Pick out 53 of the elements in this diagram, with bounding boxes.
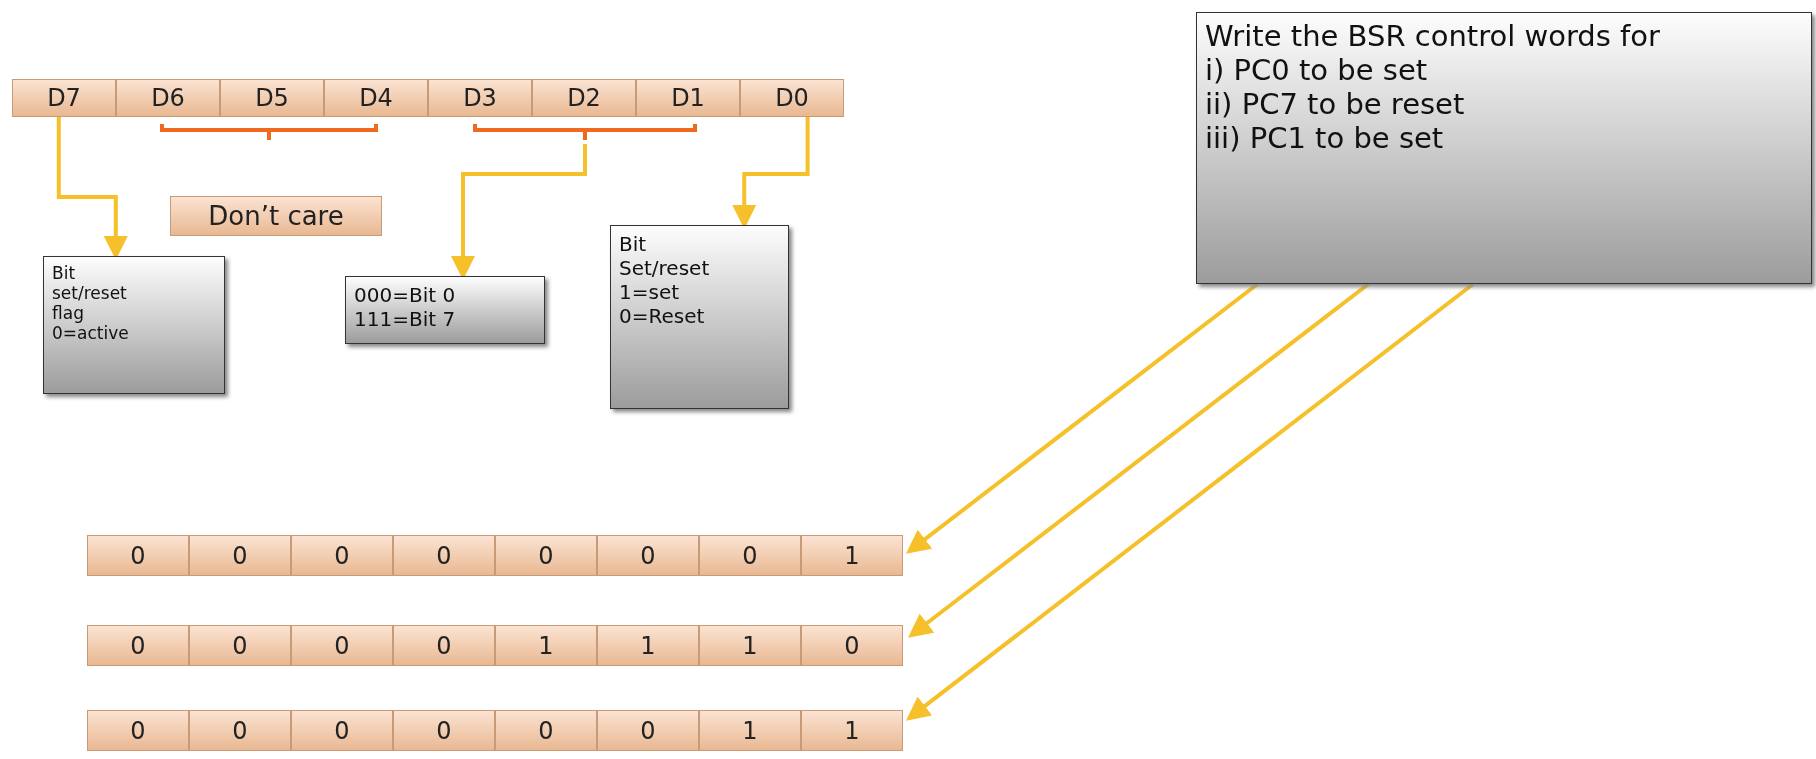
label-box: Don’t care	[170, 196, 382, 236]
bit-value-cell: 1	[801, 535, 903, 576]
register-bit-cell: D0	[740, 79, 844, 117]
arrow	[905, 282, 1259, 554]
bit-value-cell: 0	[699, 535, 801, 576]
bit-value-cell: 1	[699, 625, 801, 666]
note-text: 000=Bit 0	[354, 283, 457, 307]
bit-value-cell: 0	[189, 625, 291, 666]
bit-value-cell: 0	[291, 710, 393, 751]
bit-value-cell: 0	[597, 535, 699, 576]
bit-value-cell: 0	[393, 710, 495, 751]
bit-value-cell: 1	[699, 710, 801, 751]
arrow	[908, 282, 1370, 638]
bit-value-cell: 1	[495, 625, 597, 666]
note-text: 111=Bit 7	[354, 307, 457, 331]
bit-value-cell: 0	[87, 710, 189, 751]
note-text: 0=Reset	[619, 304, 706, 328]
arrow	[905, 282, 1475, 721]
note-text: 1=set	[619, 280, 681, 304]
bit-value-cell: 0	[87, 625, 189, 666]
bit-value-cell: 0	[495, 535, 597, 576]
note-box	[43, 256, 225, 394]
note-text: i) PC0 to be set	[1205, 53, 1429, 87]
bit-value-cell: 0	[189, 535, 291, 576]
bit-value-cell: 1	[801, 710, 903, 751]
bracket	[160, 122, 378, 142]
question-box	[1196, 12, 1812, 284]
register-bit-cell: D1	[636, 79, 740, 117]
note-box	[345, 276, 545, 344]
bit-value-cell: 0	[291, 625, 393, 666]
register-bit-cell: D6	[116, 79, 220, 117]
bit-value-cell: 0	[801, 625, 903, 666]
note-text: Bit set/reset flag	[52, 263, 128, 323]
note-text: iii) PC1 to be set	[1205, 121, 1445, 155]
bit-value-cell: 0	[597, 710, 699, 751]
bit-value-cell: 0	[393, 535, 495, 576]
note-text: Write the BSR control words for	[1205, 19, 1661, 53]
note-text: Bit Set/reset	[619, 232, 711, 280]
register-bit-cell: D4	[324, 79, 428, 117]
bit-value-cell: 1	[597, 625, 699, 666]
bracket	[473, 122, 697, 142]
bit-value-cell: 0	[189, 710, 291, 751]
note-box	[610, 225, 789, 409]
bit-value-cell: 0	[495, 710, 597, 751]
register-bit-cell: D7	[12, 79, 116, 117]
note-text: 0=active	[52, 323, 130, 343]
bit-value-cell: 0	[87, 535, 189, 576]
register-bit-cell: D2	[532, 79, 636, 117]
register-bit-cell: D5	[220, 79, 324, 117]
register-bit-cell: D3	[428, 79, 532, 117]
bit-value-cell: 0	[393, 625, 495, 666]
note-text: ii) PC7 to be reset	[1205, 87, 1466, 121]
bit-value-cell: 0	[291, 535, 393, 576]
